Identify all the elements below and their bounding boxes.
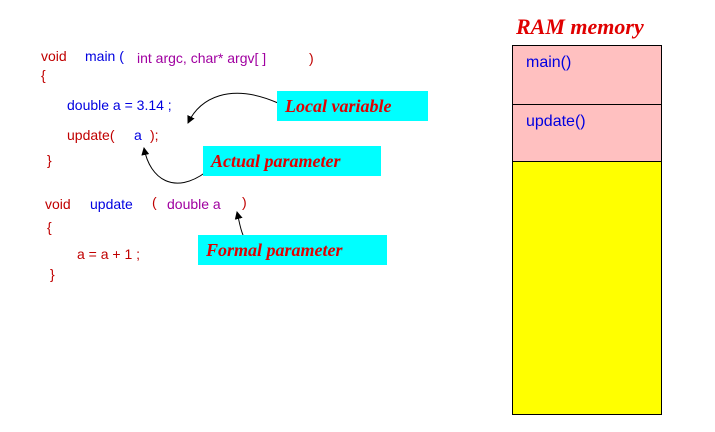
update-open-paren: (: [152, 194, 157, 210]
ram-memory-title: RAM memory: [516, 14, 644, 39]
update-call-argument: a: [134, 127, 142, 143]
update-close-paren: ): [242, 194, 247, 210]
update-body-statement: a = a + 1 ;: [77, 246, 141, 262]
main-close-paren: ): [309, 50, 314, 66]
main-open-brace: {: [41, 67, 46, 83]
update-close-brace: }: [50, 266, 55, 282]
actual-parameter-label: Actual parameter: [203, 146, 381, 176]
main-close-brace: }: [47, 152, 52, 168]
main-void-keyword: void: [41, 48, 67, 64]
update-call-name: update(: [67, 127, 115, 143]
update-call-close: );: [150, 127, 159, 143]
local-variable-label: Local variable: [277, 91, 428, 121]
update-open-brace: {: [47, 219, 52, 235]
formal-parameter-label: Formal parameter: [198, 235, 387, 265]
ram-block-main-label: main(): [526, 54, 572, 71]
main-parameters: int argc, char* argv[ ]: [137, 50, 267, 66]
ram-free-memory: [512, 161, 662, 415]
formal-parameter-arrow: [234, 211, 244, 236]
ram-block-main: main(): [512, 45, 662, 105]
local-variable-declaration: double a = 3.14 ;: [67, 97, 172, 113]
update-void-keyword: void: [45, 196, 71, 212]
ram-block-update: update(): [512, 104, 662, 162]
local-variable-arrow: [187, 92, 279, 124]
actual-parameter-arrow: [141, 147, 207, 184]
ram-block-update-label: update(): [526, 113, 586, 130]
main-function-name: main (: [85, 48, 124, 64]
formal-parameter-declaration: double a: [167, 196, 221, 212]
update-function-name: update: [90, 196, 133, 212]
